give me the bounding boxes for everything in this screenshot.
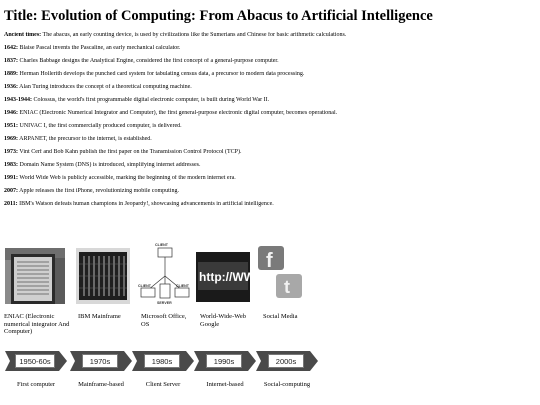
timeline-caption: Social-computing bbox=[263, 381, 311, 388]
event-text: Blaise Pascal invents the Pascaline, an … bbox=[18, 45, 181, 51]
eniac-caption: ENIAC (Electronic numerical integrator A… bbox=[4, 313, 70, 335]
event-item: 1969: ARPANET, the precursor to the inte… bbox=[4, 136, 536, 149]
ibm-mainframe-image bbox=[76, 248, 130, 304]
www-screen-text: http://WWW. bbox=[199, 270, 250, 284]
event-text: Alan Turing introduces the concept of a … bbox=[18, 84, 192, 90]
event-date: 1973: bbox=[4, 149, 18, 155]
event-text: Vint Cerf and Bob Kahn publish the first… bbox=[18, 149, 242, 155]
event-text: Apple releases the first iPhone, revolut… bbox=[18, 188, 179, 194]
event-text: Charles Babbage designs the Analytical E… bbox=[18, 58, 279, 64]
event-date: 2011: bbox=[4, 201, 18, 207]
event-text: ENIAC (Electronic Numerical Integrator a… bbox=[18, 110, 338, 116]
event-list: Ancient times: The abacus, an early coun… bbox=[4, 32, 536, 214]
client-left-label: CLIENT bbox=[138, 284, 152, 288]
timeline-caption: Mainframe-based bbox=[78, 381, 124, 388]
timeline-caption: Client Server bbox=[145, 381, 181, 388]
www-image: http://WWW. bbox=[196, 252, 250, 302]
event-date: 1936: bbox=[4, 84, 18, 90]
event-item: 1946: ENIAC (Electronic Numerical Integr… bbox=[4, 110, 536, 123]
social-media-image: f t bbox=[258, 246, 302, 298]
event-date: Ancient times: bbox=[4, 32, 42, 38]
event-item: 1936: Alan Turing introduces the concept… bbox=[4, 84, 536, 97]
timeline-era: 1980s bbox=[144, 354, 180, 368]
event-item: 1973: Vint Cerf and Bob Kahn publish the… bbox=[4, 149, 536, 162]
social-caption: Social Media bbox=[263, 313, 298, 320]
event-item: 1951: UNIVAC I, the first commercially p… bbox=[4, 123, 536, 136]
timeline-era: 2000s bbox=[268, 354, 304, 368]
timeline: 1950-60s 1970s 1980s 1990s 2000s First c… bbox=[0, 348, 540, 398]
event-date: 1642: bbox=[4, 45, 18, 51]
event-date: 1837: bbox=[4, 58, 18, 64]
event-text: IBM's Watson defeats human champions in … bbox=[17, 201, 274, 207]
timeline-era: 1950-60s bbox=[15, 354, 55, 368]
client-right-label: CLIENT bbox=[176, 284, 190, 288]
timeline-arrow: 1990s bbox=[194, 348, 256, 374]
page-title: Title: Evolution of Computing: From Abac… bbox=[4, 8, 433, 24]
event-item: 1642: Blaise Pascal invents the Pascalin… bbox=[4, 45, 536, 58]
event-date: 1951: bbox=[4, 123, 18, 129]
office-caption: Microsoft Office, OS bbox=[141, 313, 187, 328]
event-text: Domain Name System (DNS) is introduced, … bbox=[18, 162, 201, 168]
timeline-caption: Internet-based bbox=[206, 381, 244, 388]
timeline-arrow: 1970s bbox=[70, 348, 132, 374]
twitter-icon: t bbox=[284, 277, 290, 297]
eniac-image bbox=[5, 248, 65, 304]
event-date: 1969: bbox=[4, 136, 18, 142]
event-text: World Wide Web is publicly accessible, m… bbox=[18, 175, 236, 181]
timeline-arrow: 1980s bbox=[132, 348, 194, 374]
timeline-caption: First computer bbox=[16, 381, 56, 388]
event-date: 1889: bbox=[4, 71, 18, 77]
event-item: 1889: Herman Hollerith develops the punc… bbox=[4, 71, 536, 84]
event-text: The abacus, an early counting device, is… bbox=[41, 32, 347, 38]
event-item: 1983: Domain Name System (DNS) is introd… bbox=[4, 162, 536, 175]
event-date: 2007: bbox=[4, 188, 18, 194]
event-text: Colossus, the world's first programmable… bbox=[32, 97, 270, 103]
event-date: 1946: bbox=[4, 110, 18, 116]
event-item: 2007: Apple releases the first iPhone, r… bbox=[4, 188, 536, 201]
timeline-era: 1990s bbox=[206, 354, 242, 368]
event-date: 1983: bbox=[4, 162, 18, 168]
web-caption: World-Wide-Web Google bbox=[200, 313, 246, 328]
timeline-arrow: 2000s bbox=[256, 348, 318, 374]
server-label: SERVER bbox=[157, 301, 172, 305]
event-date: 1991: bbox=[4, 175, 18, 181]
timeline-arrow: 1950-60s bbox=[5, 348, 67, 374]
event-item: Ancient times: The abacus, an early coun… bbox=[4, 32, 536, 45]
event-item: 2011: IBM's Watson defeats human champio… bbox=[4, 201, 536, 214]
event-item: 1991: World Wide Web is publicly accessi… bbox=[4, 175, 536, 188]
timeline-era: 1970s bbox=[82, 354, 118, 368]
client-server-diagram: CLIENT CLIENT SERVER CLIENT bbox=[138, 243, 190, 305]
event-date: 1943-1944: bbox=[4, 97, 32, 103]
event-item: 1943-1944: Colossus, the world's first p… bbox=[4, 97, 536, 110]
event-text: ARPANET, the precursor to the internet, … bbox=[18, 136, 152, 142]
event-item: 1837: Charles Babbage designs the Analyt… bbox=[4, 58, 536, 71]
client-top-label: CLIENT bbox=[155, 243, 169, 247]
image-row: ENIAC (Electronic numerical integrator A… bbox=[0, 242, 540, 335]
facebook-icon: f bbox=[266, 250, 273, 272]
event-text: Herman Hollerith develops the punched ca… bbox=[18, 71, 305, 77]
ibm-caption: IBM Mainframe bbox=[78, 313, 121, 320]
event-text: UNIVAC I, the first commercially produce… bbox=[18, 123, 182, 129]
